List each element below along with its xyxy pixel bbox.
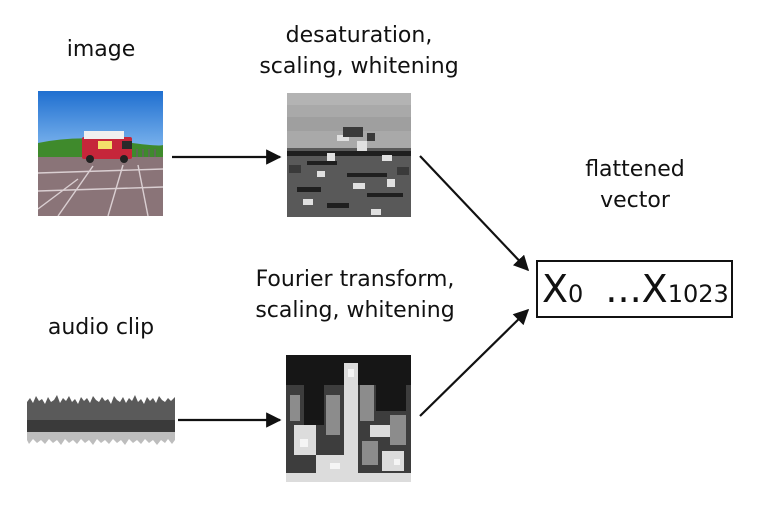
input-photo [38, 91, 163, 216]
desaturation-caption-line2: scaling, whitening [259, 54, 459, 79]
vector-expression: X0 ...X1023 [542, 264, 729, 319]
fourier-caption-line2: scaling, whitening [255, 298, 455, 323]
image-label: image [66, 37, 136, 62]
vector-first-index: 0 [568, 280, 584, 308]
desaturation-caption: desaturation, scaling, whitening [254, 20, 464, 82]
audio-waveform [27, 392, 175, 449]
vector-ellipsis: ... [605, 267, 642, 311]
vector-last-index: 1023 [667, 280, 729, 308]
vector-first-symbol: X [542, 267, 569, 311]
arrow-whitened-image-to-vector [419, 155, 530, 272]
desaturation-caption-line1: desaturation, [285, 23, 433, 48]
vector-last-symbol: X [641, 267, 668, 311]
flattened-vector-box: X0 ...X1023 [536, 260, 733, 318]
whitened-image-patch [287, 93, 411, 217]
flattened-caption-line2: vector [600, 188, 670, 213]
fourier-caption: Fourier transform, scaling, whitening [230, 264, 480, 326]
whitened-spectrogram-patch [286, 355, 411, 482]
arrow-spectrogram-to-vector [419, 308, 530, 417]
audio-clip-label: audio clip [47, 315, 155, 340]
flattened-caption-line1: flattened [585, 157, 685, 182]
fourier-caption-line1: Fourier transform, [255, 267, 455, 292]
flattened-vector-caption: flattened vector [560, 154, 710, 216]
